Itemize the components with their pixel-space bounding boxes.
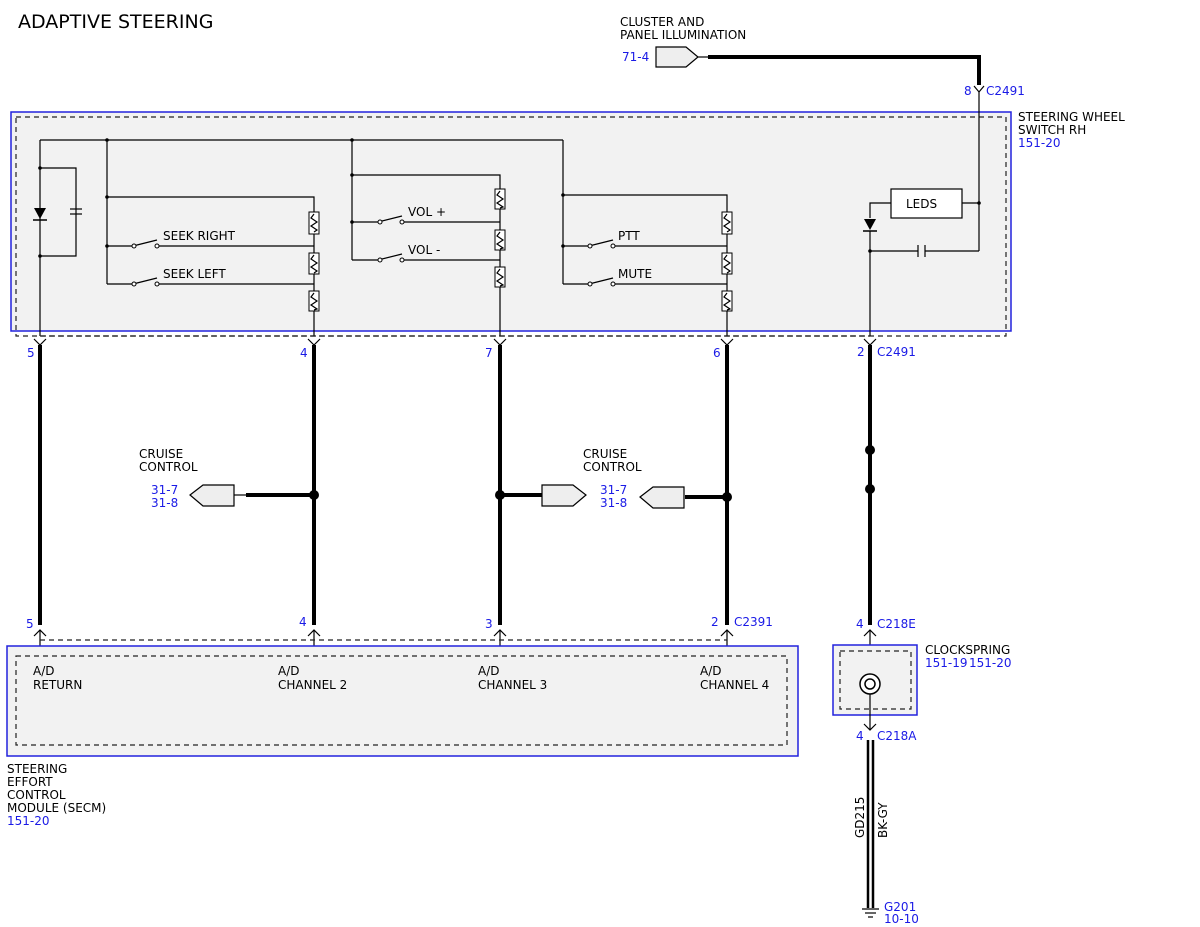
top-pin-5: 5 (27, 346, 35, 360)
mute-label: MUTE (618, 267, 652, 281)
cluster-label-line2: PANEL ILLUMINATION (620, 28, 746, 42)
secm-input-1-line2: RETURN (33, 678, 82, 692)
cruise-right-line2: CONTROL (583, 460, 642, 474)
pin-arrow-icon (973, 85, 985, 93)
ground-icon (862, 908, 879, 918)
secm-label-line3: CONTROL (7, 788, 66, 802)
resistor-zigzags (309, 190, 732, 311)
secm-input-2-line1: A/D (278, 664, 300, 678)
vol-minus-label: VOL - (408, 243, 440, 257)
wire-circuit-label: GD215 (853, 797, 867, 838)
cluster-connector-icon (655, 46, 699, 68)
ptt-label: PTT (618, 229, 640, 243)
secm-ref: 151-20 (7, 814, 50, 828)
resistor-icons (308, 188, 733, 312)
clockspring-top-pin: 4 (856, 617, 864, 631)
secm-dashed-boundary (15, 655, 788, 746)
top-pin-6: 6 (713, 346, 721, 360)
clockspring-dashed-boundary (839, 650, 912, 710)
swrh-label-line2: SWITCH RH (1018, 123, 1086, 137)
leds-label: LEDS (906, 197, 937, 211)
led-diode-icon (863, 219, 877, 232)
top-pin-connector: C2491 (877, 345, 916, 359)
ground-ref: 10-10 (884, 912, 919, 926)
bottom-pin-3: 3 (485, 617, 493, 631)
switch-contacts (131, 219, 616, 287)
top-pin-2: 2 (857, 345, 865, 359)
swrh-top-connector: C2491 (986, 84, 1025, 98)
clockspring-top-conn: C218E (877, 617, 916, 631)
leds-box (890, 188, 963, 219)
top-pin-4: 4 (300, 346, 308, 360)
bottom-pin-5: 5 (26, 617, 34, 631)
cruise-left-ref2: 31-8 (151, 496, 178, 510)
cruise-right-line1: CRUISE (583, 447, 627, 461)
seek-left-label: SEEK LEFT (163, 267, 226, 281)
secm-input-3-line1: A/D (478, 664, 500, 678)
secm-label-line1: STEERING (7, 762, 67, 776)
steering-wheel-switch-rh-box (10, 111, 1012, 332)
cluster-label-line1: CLUSTER AND (620, 15, 704, 29)
bottom-pin-4: 4 (299, 615, 307, 629)
seek-right-label: SEEK RIGHT (163, 229, 236, 243)
cruise-left-line2: CONTROL (139, 460, 198, 474)
top-pin-arrows (33, 338, 877, 346)
switch-internal-wiring (39, 92, 980, 336)
ground-name: G201 (884, 900, 916, 914)
vol-plus-label: VOL + (408, 205, 446, 219)
clockspring-ref2: 151-20 (969, 656, 1012, 670)
top-pin-7: 7 (485, 346, 493, 360)
secm-input-1-line1: A/D (33, 664, 55, 678)
secm-label-line4: MODULE (SECM) (7, 801, 106, 815)
clockspring-bottom-arrow-icon (863, 723, 877, 731)
cruise-middle-connector-icon (541, 484, 587, 507)
secm-input-2-line2: CHANNEL 2 (278, 678, 347, 692)
bottom-pin-2: 2 (711, 615, 719, 629)
secm-input-4-line2: CHANNEL 4 (700, 678, 769, 692)
swrh-label-line1: STEERING WHEEL (1018, 110, 1125, 124)
internal-junctions (38, 138, 981, 258)
wire-color-label: BK-GY (876, 802, 890, 838)
splice-dots (309, 445, 875, 502)
secm-input-3-line2: CHANNEL 3 (478, 678, 547, 692)
cruise-right-ref2: 31-8 (600, 496, 627, 510)
clockspring-ref1: 151-19 (925, 656, 968, 670)
cruise-right-ref1: 31-7 (600, 483, 627, 497)
cruise-left-connector-icon (189, 484, 235, 507)
cruise-left-ref1: 31-7 (151, 483, 178, 497)
clockspring-bottom-pin: 4 (856, 729, 864, 743)
clockspring-coil-icon (859, 673, 881, 695)
diagram-title: ADAPTIVE STEERING (18, 11, 213, 33)
secm-input-4-line1: A/D (700, 664, 722, 678)
cruise-left-line1: CRUISE (139, 447, 183, 461)
clockspring-label: CLOCKSPRING (925, 643, 1010, 657)
cruise-right-connector-icon (639, 486, 685, 509)
illumination-wire (708, 55, 981, 85)
swrh-top-pin: 8 (964, 84, 972, 98)
ground-wire (866, 740, 875, 908)
secm-label-line2: EFFORT (7, 775, 53, 789)
clockspring-bottom-conn: C218A (877, 729, 917, 743)
bottom-connector: C2391 (734, 615, 773, 629)
cluster-ref: 71-4 (622, 50, 649, 64)
secm-box (6, 645, 799, 757)
swrh-ref: 151-20 (1018, 136, 1061, 150)
diode-icon (33, 208, 47, 221)
